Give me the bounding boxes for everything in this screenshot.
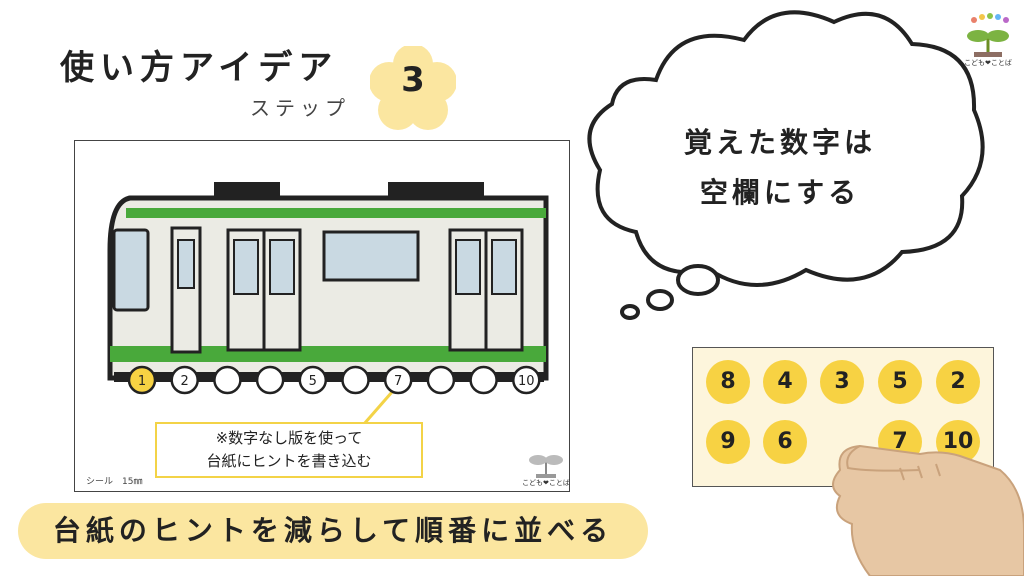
sticker[interactable]: 9 (706, 420, 750, 464)
wheel (255, 365, 285, 395)
sticker[interactable]: 10 (936, 420, 980, 464)
sticker[interactable]: 2 (936, 360, 980, 404)
wheel (213, 365, 242, 395)
wheel-number: 10 (518, 374, 535, 389)
wheel (383, 365, 413, 395)
wheel-number: 1 (138, 374, 146, 389)
sticker[interactable]: 3 (820, 360, 864, 404)
sprout-logo-icon (967, 13, 1009, 57)
sticker[interactable]: 6 (763, 420, 807, 464)
hint-line-1: ※数字なし版を使って (215, 429, 363, 447)
sticker[interactable]: 5 (878, 360, 922, 404)
wheel (298, 365, 328, 395)
sprout-logo-icon (529, 455, 563, 478)
wheel (127, 365, 157, 395)
wheel (426, 365, 456, 395)
bubble-line-2: 空欄にする (699, 176, 861, 209)
wheel (469, 365, 498, 395)
logo-text: こども❤ことば (964, 59, 1012, 67)
bubble-line-1: 覚えた数字は (683, 126, 876, 159)
bubble-text: 覚えた数字は 空欄にする (640, 118, 920, 218)
page-subtitle: ステップ (250, 96, 350, 120)
flower-badge-icon (370, 46, 456, 130)
banner (18, 503, 648, 559)
sticker[interactable]: 8 (706, 360, 750, 404)
sticker[interactable]: 4 (763, 360, 807, 404)
wheel (512, 365, 541, 395)
banner-text: 台紙のヒントを減らして順番に並べる (52, 514, 614, 547)
step-number: 3 (401, 60, 425, 100)
wheel-row: 1 2 5 7 10 (127, 365, 541, 395)
hint-line-2: 台紙にヒントを書き込む (206, 452, 372, 470)
thought-bubble (587, 10, 985, 320)
sheet-label: シール 15㎜ (86, 477, 143, 487)
train-illustration: 1 2 5 7 10 (107, 182, 549, 426)
wheel-number: 5 (309, 374, 317, 389)
hint-callout: ※数字なし版を使って 台紙にヒントを書き込む (155, 422, 423, 478)
wheel (341, 365, 370, 395)
page-title: 使い方アイデア (60, 48, 339, 88)
wheel-number: 7 (394, 374, 402, 389)
hand-icon (832, 444, 1024, 576)
wheel (170, 365, 199, 395)
wheel-number: 2 (181, 374, 189, 389)
card-logo-text: こども❤ことば (522, 479, 570, 487)
